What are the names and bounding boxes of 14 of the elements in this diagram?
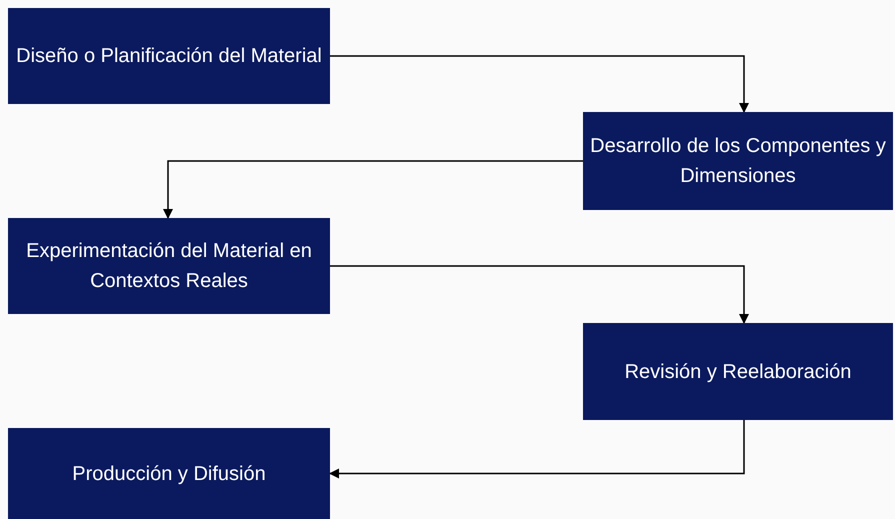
process-box	[8, 428, 330, 519]
process-box	[583, 112, 893, 210]
process-box	[8, 8, 330, 104]
box-label: Experimentación del Material en Contextos Reales	[25, 239, 313, 294]
arrow	[163, 160, 583, 219]
arrow	[329, 420, 745, 478]
box-label: Producción y Difusión	[72, 462, 266, 486]
arrow	[330, 55, 749, 113]
box-label: Desarrollo de los Componentes y Dimensiones	[589, 134, 887, 189]
box-label: Diseño o Planificación del Material	[16, 44, 322, 69]
arrow	[330, 265, 749, 324]
process-box	[8, 218, 330, 314]
process-box	[583, 323, 893, 420]
box-label: Revisión y Reelaboración	[624, 360, 852, 384]
